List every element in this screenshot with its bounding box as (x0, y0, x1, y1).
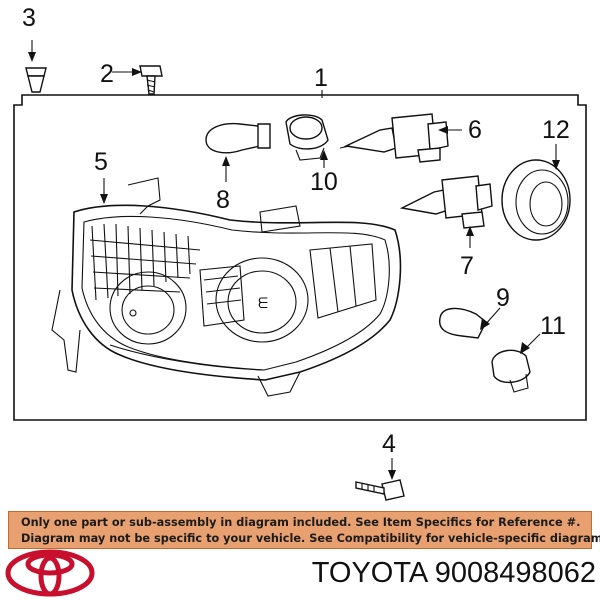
assembly-frame (13, 94, 587, 421)
notice-line-1: Only one part or sub-assembly in diagram… (21, 516, 581, 529)
callout-10: 10 (310, 168, 338, 196)
callout-1: 1 (314, 64, 328, 92)
bolt (355, 479, 405, 501)
callout-7: 7 (460, 252, 474, 280)
small-socket (491, 349, 531, 393)
callout-3: 3 (22, 4, 36, 32)
bulb-socket (285, 114, 329, 161)
callout-12: 12 (542, 116, 570, 144)
svg-text:ᗴ: ᗴ (258, 296, 268, 312)
callout-5: 5 (94, 148, 108, 176)
notice-line-2: Diagram may not be specific to your vehi… (21, 532, 600, 545)
clip-fastener (25, 67, 47, 93)
toyota-logo-icon (5, 549, 95, 597)
headlamp-housing: ᗴ (51, 177, 402, 397)
callout-11: 11 (540, 312, 566, 340)
notice-banner: Only one part or sub-assembly in diagram… (8, 511, 600, 549)
callout-8: 8 (216, 186, 230, 214)
dust-cover (501, 159, 571, 241)
signal-bulb (205, 122, 271, 154)
callout-9: 9 (496, 284, 510, 312)
small-bulb (438, 307, 487, 339)
screw (139, 65, 163, 95)
callout-6: 6 (468, 116, 482, 144)
callout-2: 2 (100, 60, 114, 88)
headlamp-bulb-low (399, 175, 493, 229)
brand-part-label: TOYOTA 9008498062 (311, 557, 596, 589)
leader-lines (28, 40, 560, 480)
callout-4: 4 (382, 430, 396, 458)
headlamp-bulb-high (339, 113, 449, 163)
